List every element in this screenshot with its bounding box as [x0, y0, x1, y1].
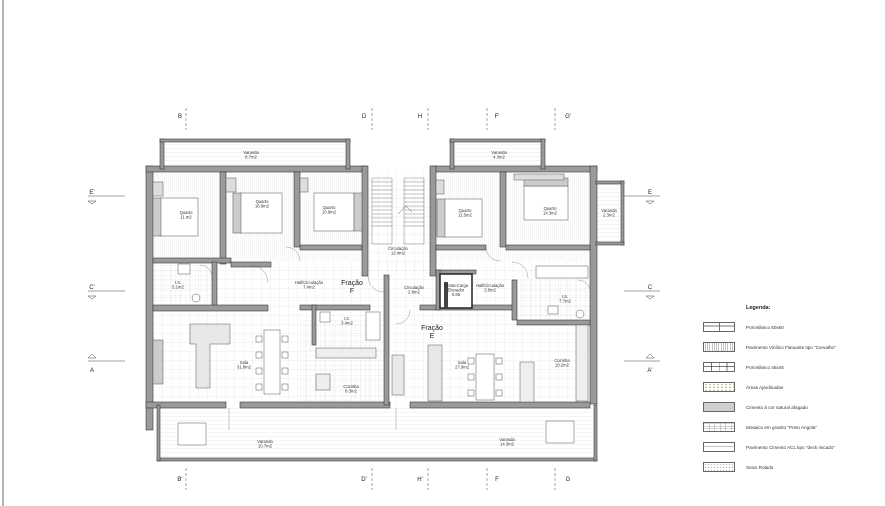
legend-item: Pavimento Cimento ACL tipo "deck riscado…: [703, 437, 878, 457]
section-label-top-0: B: [178, 114, 182, 120]
legend-item: Áreas Ajardinadas: [703, 377, 878, 397]
door-swings: [199, 246, 591, 430]
legend-title: Legenda:: [746, 305, 771, 311]
room-label-ih-left: I.S.5.1m2: [172, 280, 184, 290]
section-label-right-0: E: [648, 190, 652, 196]
legend-label: Mosaico em granito "Preto Angola": [746, 424, 817, 430]
elevator-shaft: [439, 273, 473, 309]
section-label-right-2: A': [647, 368, 652, 374]
section-label-bottom-3: F: [495, 477, 499, 483]
legend-label: Cimento à cor natural afagado: [746, 404, 808, 410]
furniture: [152, 173, 589, 446]
legend-swatch-acl: [703, 442, 735, 452]
staircase: [371, 177, 425, 245]
walls: [145, 138, 625, 462]
legend-swatch-mos: [703, 422, 735, 432]
legend-label: Seixo Rolado: [746, 464, 774, 470]
room-label-is-center: I.S.3.4m2: [341, 316, 353, 326]
legend-item: Porcelânico 60x60: [703, 317, 878, 337]
legend-label: Áreas Ajardinadas: [746, 384, 784, 390]
legend-item: Porcelânico 45x45: [703, 357, 878, 377]
section-label-bottom-0: B': [177, 477, 182, 483]
section-label-top-1: D: [362, 114, 367, 120]
legend-swatch-porc45: [703, 362, 735, 372]
legend-swatch-areas: [703, 382, 735, 392]
legend-swatch-cim: [703, 402, 735, 412]
legend-item: Pavimento Vinílico Flutuante tipo "Carva…: [703, 337, 878, 357]
section-label-bottom-4: G: [566, 477, 571, 483]
section-label-left-1: C': [89, 285, 94, 291]
section-label-right-1: C: [648, 285, 653, 291]
legend-swatch-vinil: [703, 342, 735, 352]
legend-label: Pavimento Vinílico Flutuante tipo "Carva…: [746, 344, 836, 350]
section-label-top-3: F': [495, 114, 500, 120]
room-label-is-right: I.S.7.7m2: [559, 294, 571, 304]
section-marks: [87, 108, 660, 490]
legend-swatch-porc60: [703, 322, 735, 332]
legend-label: Porcelânico 45x45: [746, 364, 784, 370]
section-label-top-2: H: [418, 114, 422, 120]
legend-item: Cimento à cor natural afagado: [703, 397, 878, 417]
section-labels: B D H F' G' B' D' H' F G E' C' A E C A': [89, 114, 653, 483]
section-label-left-2: A: [90, 368, 94, 374]
legend-label: Pavimento Cimento ACL tipo "deck riscado…: [746, 444, 835, 450]
section-label-top-4: G': [565, 114, 571, 120]
legend-label: Porcelânico 60x60: [746, 324, 784, 330]
section-label-bottom-1: D': [361, 477, 366, 483]
legend-item: Mosaico em granito "Preto Angola": [703, 417, 878, 437]
section-label-bottom-2: H': [417, 477, 422, 483]
legend-item: Seixo Rolado: [703, 457, 878, 477]
legend-swatch-seixo: [703, 462, 735, 472]
section-label-left-0: E': [89, 190, 94, 196]
